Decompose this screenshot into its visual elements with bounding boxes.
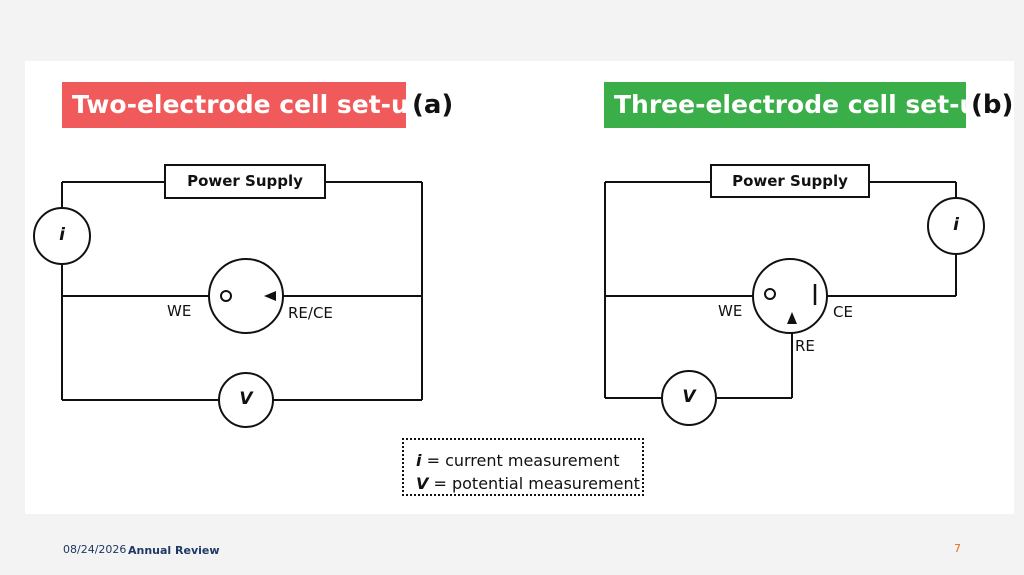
panel-b-current-meter (927, 197, 985, 255)
legend-box: i = current measurement V = potential me… (402, 438, 644, 496)
footer-title: Annual Review (128, 544, 220, 557)
panel-b-power-supply-label: Power Supply (732, 172, 848, 190)
panel-b-current-label: i (953, 215, 959, 235)
panel-b-power-supply-box (710, 164, 870, 198)
panel-b-tag: (b) (971, 90, 1014, 120)
legend-current-text: = current measurement (421, 451, 620, 470)
panel-a-current-label: i (59, 225, 65, 245)
panel-b-title: Three-electrode cell set-up (604, 82, 995, 128)
page-number: 7 (954, 542, 961, 555)
panel-a-rece-arrow (264, 291, 276, 301)
footer-date: 08/24/2026 (63, 543, 127, 556)
panel-a-we-label: WE (167, 302, 192, 320)
panel-b-re-arrow (787, 312, 797, 324)
panel-a-current-meter (33, 207, 91, 265)
panel-a-wires (61, 181, 423, 401)
panel-a-voltage-label: V (239, 389, 253, 409)
panel-b-we-label: WE (718, 302, 743, 320)
legend-voltage-symbol: V (416, 474, 429, 493)
panel-b-wires (604, 181, 957, 399)
panel-b-voltage-label: V (682, 387, 696, 407)
panel-b-re-label: RE (795, 337, 815, 355)
panel-a-title: Two-electrode cell set-up (62, 82, 427, 128)
panel-a-voltage-meter (218, 372, 274, 428)
panel-a-rece-label: RE/CE (288, 304, 333, 322)
panel-a-power-supply-box (164, 164, 326, 199)
panel-b-we-terminal (764, 288, 776, 300)
legend-current-symbol: i (416, 451, 422, 470)
panel-a-tag: (a) (412, 90, 454, 120)
panel-a-power-supply-label: Power Supply (187, 172, 303, 190)
legend-current-row: i = current measurement (416, 449, 642, 472)
legend-voltage-text: = potential measurement (428, 474, 640, 493)
panel-a-we-terminal (220, 290, 232, 302)
legend-voltage-row: V = potential measurement (416, 472, 642, 495)
panel-b-cell (752, 258, 828, 334)
panel-a-cell (208, 258, 284, 334)
panel-b-ce-label: CE (833, 303, 853, 321)
panel-b-voltage-meter (661, 370, 717, 426)
